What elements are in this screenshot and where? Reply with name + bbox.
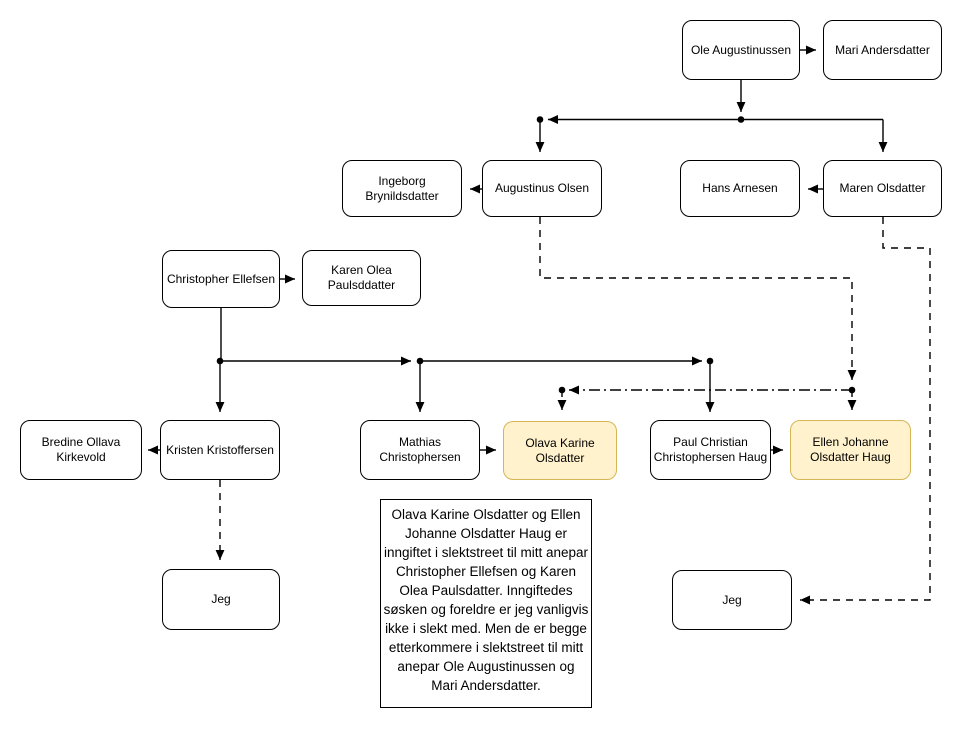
junction-dot [536, 116, 544, 123]
node-mathias-christophersen: Mathias Christophersen [360, 420, 480, 480]
node-kristen-kristoffersen: Kristen Kristoffersen [160, 420, 280, 480]
node-ingeborg-brynildsdatter: Ingeborg Brynildsdatter [342, 160, 462, 217]
node-ole-augustinussen: Ole Augustinussen [682, 20, 800, 80]
junction-dot [737, 116, 745, 123]
junction-dot [216, 357, 224, 365]
node-mari-andersdatter: Mari Andersdatter [823, 20, 942, 80]
node-christopher-ellefsen: Christopher Ellefsen [162, 250, 280, 308]
node-karen-olea-paulsddatter: Karen Olea Paulsddatter [302, 250, 421, 306]
node-ellen-johanne-olsdatter-haug: Ellen Johanne Olsdatter Haug [790, 420, 911, 480]
node-augustinus-olsen: Augustinus Olsen [482, 160, 602, 217]
junction-dot [848, 386, 856, 394]
junction-dot [706, 357, 714, 365]
junction-dot [558, 386, 566, 394]
edge-augustinus-descent [539, 217, 857, 380]
note-text-box: Olava Karine Olsdatter og Ellen Johanne … [380, 499, 592, 708]
node-maren-olsdatter: Maren Olsdatter [823, 160, 942, 217]
node-paul-christian-christophersen-haug: Paul Christian Christophersen Haug [650, 420, 771, 480]
node-olava-karine-olsdatter: Olava Karine Olsdatter [503, 421, 617, 480]
edge-maren-jeg [800, 217, 931, 605]
node-bredine-ollava-kirkevold: Bredine Ollava Kirkevold [20, 420, 142, 480]
junction-dot [416, 357, 424, 365]
node-jeg-right: Jeg [672, 570, 792, 630]
node-hans-arnesen: Hans Arnesen [680, 160, 800, 217]
node-jeg-left: Jeg [162, 569, 280, 630]
